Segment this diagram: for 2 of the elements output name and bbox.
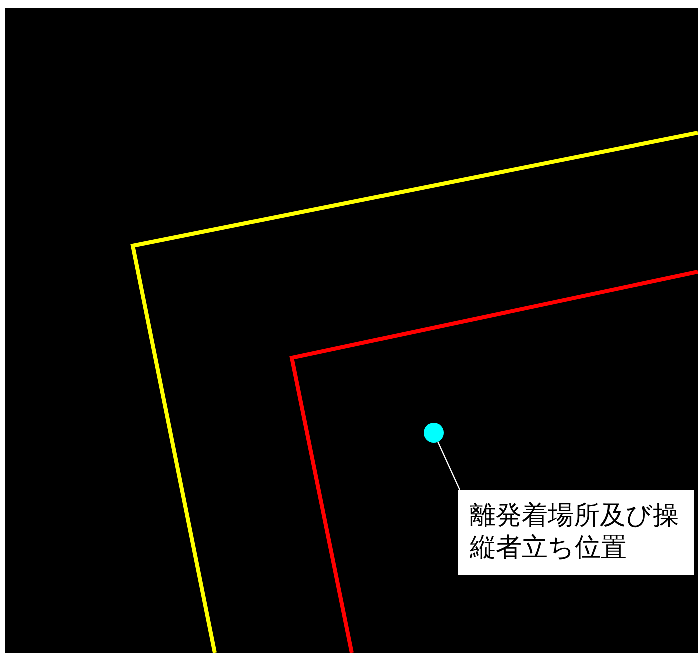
callout-label: 離発着場所及び操縦者立ち位置	[458, 490, 694, 575]
leader-line	[438, 442, 461, 490]
